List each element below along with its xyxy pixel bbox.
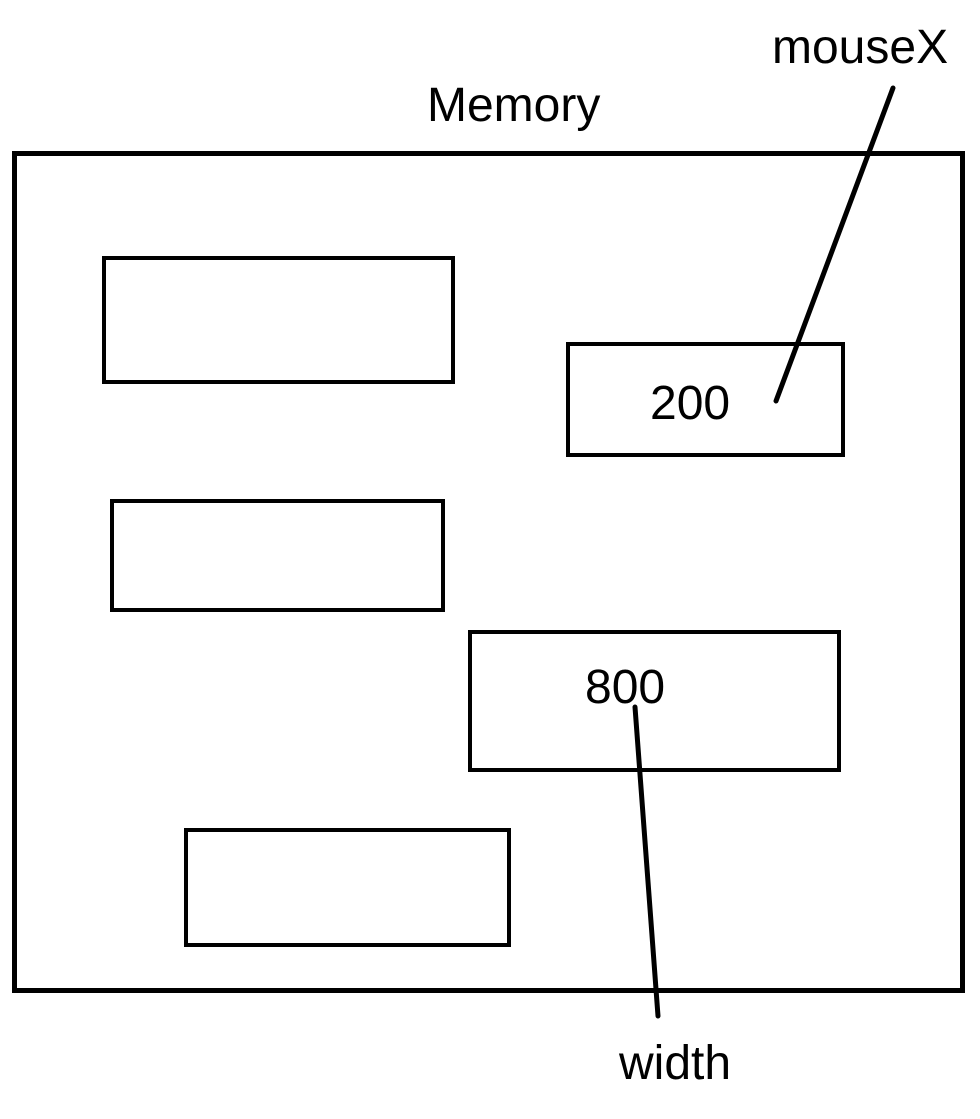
cell-value: 800 xyxy=(585,661,666,714)
memory-title: Memory xyxy=(427,79,601,132)
memory-cell xyxy=(110,499,445,612)
pointer-line-width xyxy=(632,704,661,1019)
memory-region xyxy=(12,151,965,993)
memory-cell-mousex: 200 xyxy=(566,342,845,457)
memory-cell xyxy=(184,828,511,947)
cell-value: 200 xyxy=(650,377,731,430)
pointer-label-mousex: mouseX xyxy=(772,21,949,74)
pointer-label-width: width xyxy=(619,1037,732,1090)
pointer-line-mousex xyxy=(773,85,896,404)
memory-cell-width: 800 xyxy=(468,630,841,772)
memory-cell xyxy=(102,256,455,384)
